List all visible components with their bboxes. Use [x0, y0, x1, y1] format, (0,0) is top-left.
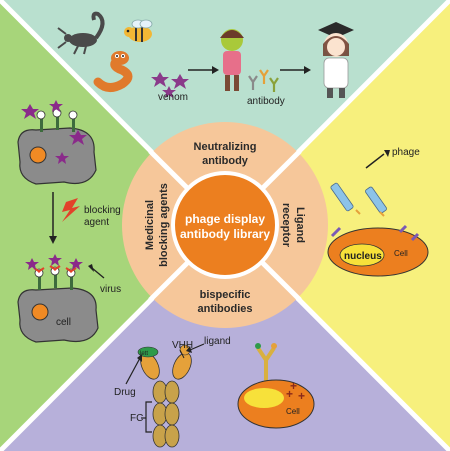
phage-icon	[330, 182, 387, 217]
ring-top-line1: Neutralizing	[194, 141, 257, 153]
left-panel: blocking agent cell virus	[17, 100, 121, 343]
ring-bottom-line1: bispecific	[200, 289, 251, 301]
bottom-panel: lett VHH ligand Drug FC Cell + + +	[114, 336, 315, 448]
bottom-quadrant	[0, 225, 450, 451]
ring-left-line2: blocking agents	[158, 183, 170, 267]
ring-right-line1: Ligand	[294, 207, 306, 243]
ring-bottom-line2: antibodies	[197, 303, 252, 315]
antibody-label: antibody	[247, 96, 285, 107]
center-title-line2: antibody library	[180, 227, 270, 241]
graduate-doctor-icon	[318, 22, 354, 98]
lett-label: lett	[140, 351, 148, 357]
fc-label: FC	[130, 413, 143, 424]
cell-label: cell	[56, 317, 71, 328]
snake-icon	[93, 51, 133, 92]
svg-text:+: +	[286, 387, 293, 401]
core-circle	[171, 171, 279, 279]
ligand-label: ligand	[204, 336, 231, 347]
blocking-agent-line2: agent	[84, 217, 109, 228]
receptor-icons	[36, 108, 78, 132]
virus-label: virus	[100, 284, 121, 295]
drug-label: Drug	[114, 387, 136, 398]
ring-top-line2: antibody	[202, 155, 249, 167]
ring-right-line2: receptor	[280, 203, 292, 248]
blocking-agent-line1: blocking	[84, 205, 121, 216]
center-title-line1: phage display	[185, 212, 265, 226]
nucleus-label: nucleus	[344, 251, 382, 262]
antibody-icon	[255, 343, 277, 382]
bispecific-antibody-icon	[137, 344, 192, 448]
right-panel: phage nucleus Cell	[327, 147, 429, 277]
arrow-right-icon	[212, 66, 219, 74]
vhh-label: VHH	[172, 340, 193, 351]
phage-label: phage	[392, 147, 420, 158]
cell-label: Cell	[394, 249, 408, 258]
scorpion-icon	[57, 11, 105, 55]
sick-girl-icon	[220, 29, 244, 91]
cell-label: Cell	[286, 407, 300, 416]
arrow-icon	[384, 150, 390, 157]
virus-icon	[21, 100, 87, 164]
cell-bottom-shape	[17, 287, 99, 343]
lightning-icon	[62, 198, 80, 222]
svg-text:+: +	[298, 389, 305, 403]
bee-icon	[124, 19, 153, 42]
svg-text:+: +	[290, 379, 297, 393]
arrow-right-icon	[304, 66, 311, 74]
virus-icon	[25, 254, 83, 270]
venom-particles	[151, 72, 189, 98]
right-quadrant	[225, 0, 450, 451]
receptor-icons	[33, 265, 77, 290]
top-panel: venom antibody	[57, 11, 354, 107]
arrow-down-icon	[49, 236, 57, 244]
ring-left-line1: Medicinal	[144, 200, 156, 250]
venom-label: venom	[158, 92, 188, 103]
antibody-icons	[248, 69, 279, 92]
